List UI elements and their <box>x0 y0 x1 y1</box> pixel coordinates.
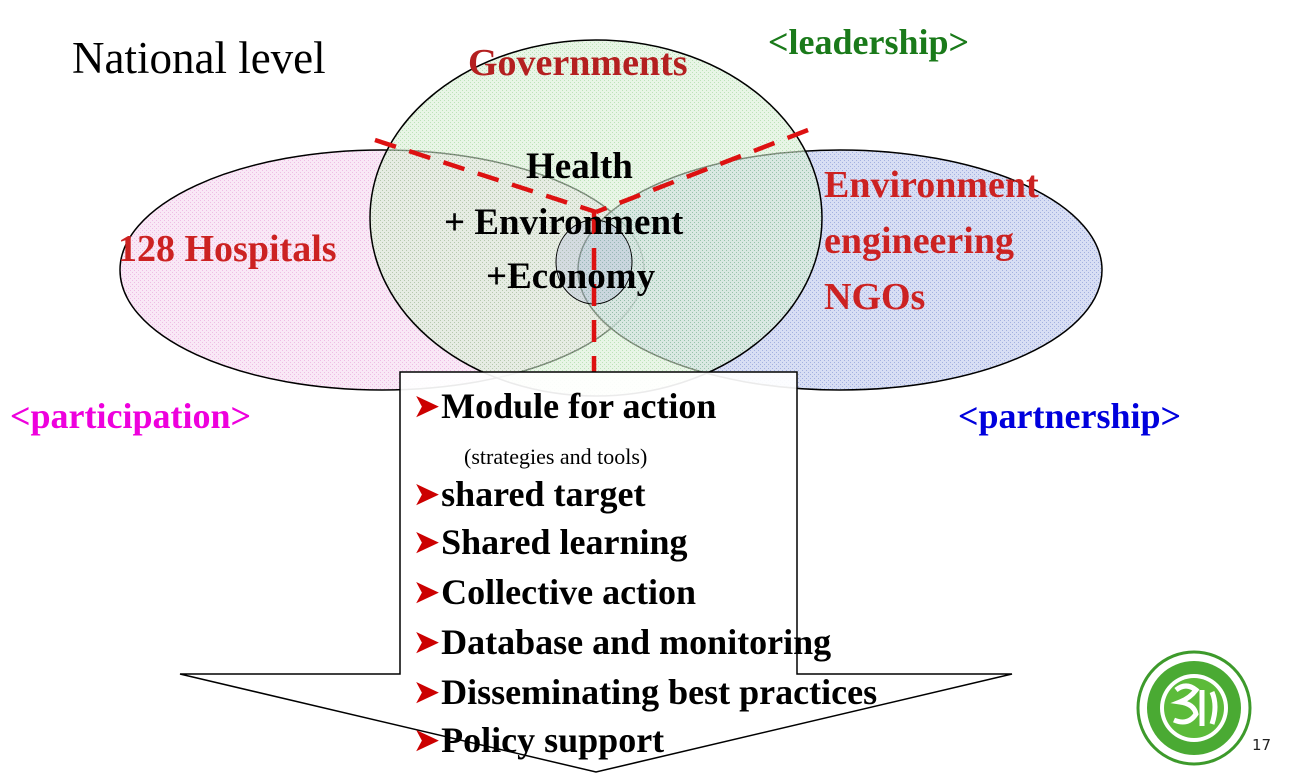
action-sub-note: (strategies and tools) <box>464 444 648 469</box>
bullet-arrow-icon: ➤ <box>414 626 440 659</box>
action-item: ➤Collective action <box>414 572 697 612</box>
bullet-arrow-icon: ➤ <box>414 478 440 511</box>
participation-label: <participation> <box>10 396 252 436</box>
action-item: ➤Module for action <box>414 386 717 426</box>
action-item: ➤Database and monitoring <box>414 622 832 662</box>
action-item: ➤Disseminating best practices <box>414 672 878 712</box>
bullet-arrow-icon: ➤ <box>414 526 440 559</box>
action-item: ➤Policy support <box>414 720 665 760</box>
ngo-label-line-3: NGOs <box>824 276 926 318</box>
page-number: 17 <box>1252 736 1272 754</box>
action-arrow <box>179 371 1013 773</box>
ngo-label-line-2: engineering <box>824 220 1014 262</box>
center-line-economy: +Economy <box>486 256 656 297</box>
bullet-arrow-icon: ➤ <box>414 676 440 709</box>
hospitals-label: 128 Hospitals <box>118 228 337 270</box>
partnership-label: <partnership> <box>958 396 1182 436</box>
action-item: ➤shared target <box>414 474 646 514</box>
action-item: ➤Shared learning <box>414 522 688 562</box>
governments-label: Governments <box>468 42 688 84</box>
leadership-label: <leadership> <box>768 22 970 62</box>
bullet-arrow-icon: ➤ <box>414 724 440 757</box>
slide-title: National level <box>72 33 326 83</box>
health-promotion-logo <box>1136 650 1252 766</box>
dashed-dividers <box>374 127 809 372</box>
center-line-environment: + Environment <box>444 202 684 243</box>
center-line-health: Health <box>526 146 633 187</box>
ngo-label-line-1: Environment <box>824 164 1039 206</box>
bullet-arrow-icon: ➤ <box>414 576 440 609</box>
bullet-arrow-icon: ➤ <box>414 390 440 423</box>
